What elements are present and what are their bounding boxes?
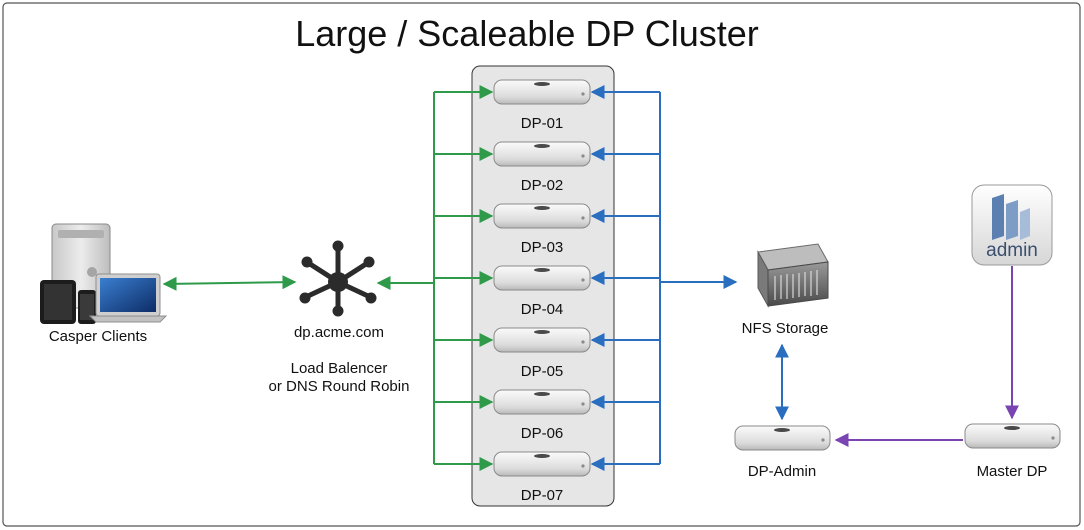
power-led-icon: [581, 402, 585, 406]
casper-clients-label: Casper Clients: [49, 328, 147, 345]
green-connector-lines: [433, 85, 494, 471]
nfs-storage-icon: [757, 243, 829, 308]
power-led-icon: [581, 340, 585, 344]
mac-mini-icon: [493, 327, 591, 353]
load-balancer-note-line1: Load Balencer: [291, 360, 388, 377]
apple-logo-icon: [534, 330, 550, 334]
dp-server-label: DP-02: [521, 177, 564, 194]
nfs-storage-label: NFS Storage: [742, 320, 829, 337]
power-led-icon: [581, 92, 585, 96]
apple-logo-icon: [534, 268, 550, 272]
blue-connector-lines: [590, 85, 661, 471]
apple-logo-icon: [534, 82, 550, 86]
master-dp-server-icon: [964, 423, 1061, 449]
network-hub-icon: [299, 240, 377, 317]
dp-server-label: DP-04: [521, 301, 564, 318]
mac-mini-icon: [493, 265, 591, 291]
clients-to-balancer-connector: [162, 275, 297, 291]
apple-logo-icon: [534, 392, 550, 396]
dp-server-6: DP-06: [493, 389, 591, 442]
dp-server-label: DP-07: [521, 487, 564, 504]
dp-admin-server-icon: [734, 425, 831, 451]
admin-app-icon: admin: [971, 184, 1053, 266]
dp-server-5: DP-05: [493, 327, 591, 380]
dp-server-1: DP-01: [493, 79, 591, 132]
dp-server-label: DP-01: [521, 115, 564, 132]
dp-server-4: DP-04: [493, 265, 591, 318]
power-led-icon: [581, 278, 585, 282]
mac-mini-icon: [493, 451, 591, 477]
power-led-icon: [581, 154, 585, 158]
master-dp-label: Master DP: [977, 463, 1048, 480]
casper-clients-icon: [40, 223, 168, 324]
apple-logo-icon: [534, 144, 550, 148]
dp-server-label: DP-06: [521, 425, 564, 442]
load-balancer-hostname: dp.acme.com: [294, 324, 384, 341]
apple-logo-icon: [534, 206, 550, 210]
mac-mini-icon: [493, 203, 591, 229]
diagram-title: Large / Scaleable DP Cluster: [295, 13, 759, 54]
load-balancer-note-line2: or DNS Round Robin: [269, 378, 410, 395]
power-led-icon: [581, 216, 585, 220]
power-led-icon: [581, 464, 585, 468]
mac-mini-icon: [493, 141, 591, 167]
dp-server-3: DP-03: [493, 203, 591, 256]
dp-server-label: DP-03: [521, 239, 564, 256]
dp-server-2: DP-02: [493, 141, 591, 194]
mac-mini-icon: [493, 79, 591, 105]
dp-server-7: DP-07: [493, 451, 591, 504]
mac-mini-icon: [493, 389, 591, 415]
dp-admin-label: DP-Admin: [748, 463, 816, 480]
dp-server-label: DP-05: [521, 363, 564, 380]
admin-app-label: admin: [986, 240, 1038, 261]
apple-logo-icon: [534, 454, 550, 458]
